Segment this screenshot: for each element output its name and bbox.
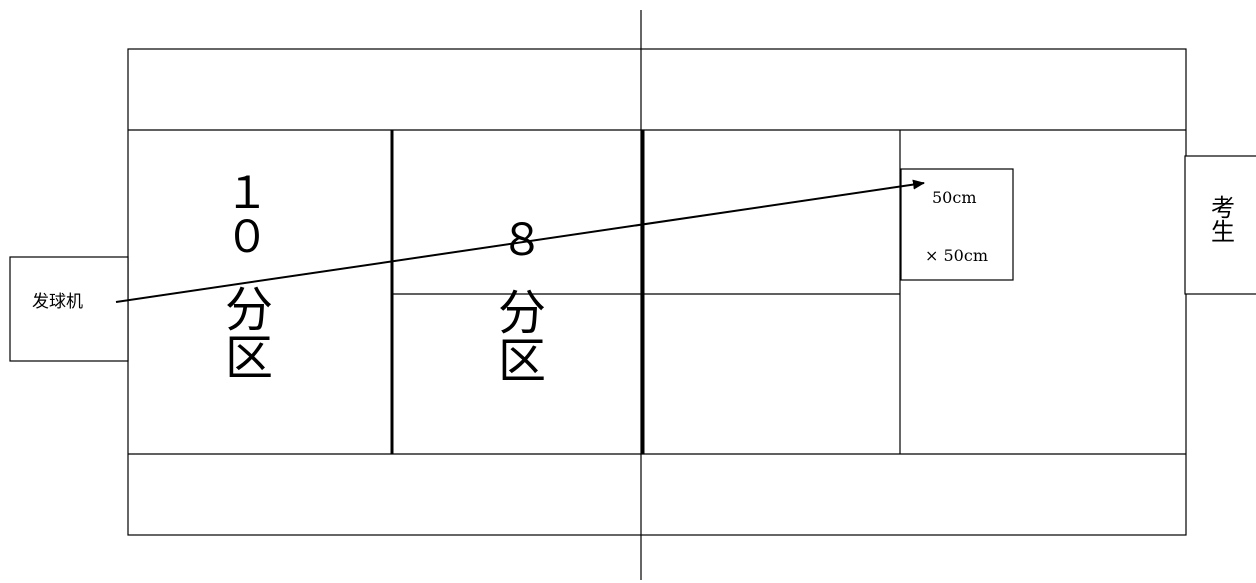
vertical-char: １ [225,168,269,219]
vertical-char: 区 [497,333,546,389]
serve-machine-label: 发球机 [32,292,83,312]
vertical-char: 区 [224,330,273,386]
student-label: 考生 [1207,196,1239,244]
zone-10-label-text: 分区 [224,286,274,382]
target-size-line2: × 50cm [925,246,988,265]
court-outline [127,48,1187,536]
zone-8-number-text: ８ [497,219,547,263]
vertical-char: 考 [1211,194,1235,222]
zone-8-label-text: 分区 [497,289,547,385]
vertical-char: ８ [500,215,544,266]
student-text: 考生 [1207,196,1239,244]
zone-8-text: 分区 [497,289,547,385]
vertical-char: 生 [1211,218,1235,246]
target-size-line1: 50cm [932,188,977,207]
vertical-char: 分 [497,285,546,341]
zone-8-number: ８ [497,219,547,263]
student-box [1184,155,1256,295]
target-box [900,168,1014,281]
zone-10-text: 分区 [224,286,274,382]
serve-machine-box [9,256,129,362]
vertical-char: 分 [224,282,273,338]
ball-trajectory-arrow [115,179,925,303]
vertical-char: ０ [225,212,269,263]
